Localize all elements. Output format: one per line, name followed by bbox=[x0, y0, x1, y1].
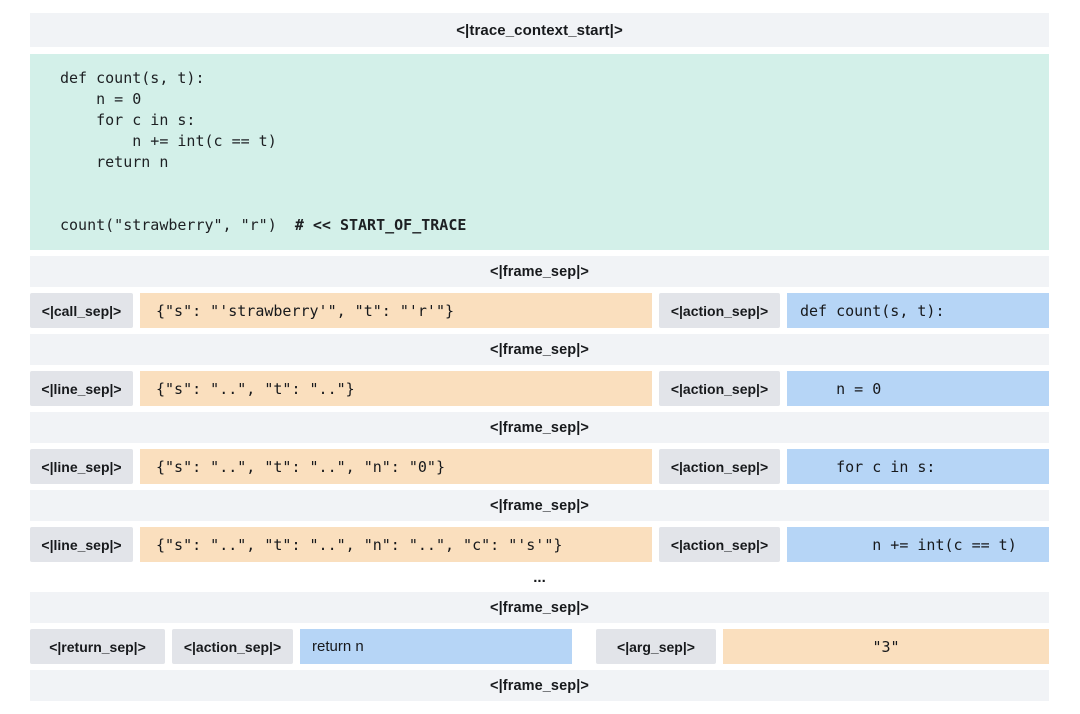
source-code-block: def count(s, t): n = 0 for c in s: n += … bbox=[30, 54, 1049, 250]
frame-action-cell: def count(s, t): bbox=[787, 293, 1049, 328]
frame-state-cell: {"s": "..", "t": "..", "n": "0"} bbox=[140, 449, 652, 484]
trace-frame-row: <|line_sep|> {"s": "..", "t": "..", "n":… bbox=[30, 527, 1049, 562]
start-of-trace-comment: # << START_OF_TRACE bbox=[294, 216, 467, 234]
frame-action-cell: n = 0 bbox=[787, 371, 1049, 406]
action-sep-token: <|action_sep|> bbox=[659, 527, 780, 562]
return-sep-token: <|return_sep|> bbox=[30, 629, 165, 664]
frame-state-cell: {"s": "..", "t": "..", "n": "..", "c": "… bbox=[140, 527, 652, 562]
source-code-body: def count(s, t): n = 0 for c in s: n += … bbox=[60, 69, 277, 234]
frame-state-cell: {"s": "'strawberry'", "t": "'r'"} bbox=[140, 293, 652, 328]
frame-state-cell: {"s": "..", "t": ".."} bbox=[140, 371, 652, 406]
spacer bbox=[579, 629, 589, 664]
frame-action-cell: for c in s: bbox=[787, 449, 1049, 484]
source-code: def count(s, t): n = 0 for c in s: n += … bbox=[60, 68, 1049, 236]
ellipsis: ... bbox=[533, 568, 546, 586]
arg-sep-token: <|arg_sep|> bbox=[596, 629, 716, 664]
frame-sep-bar: <|frame_sep|> bbox=[30, 490, 1049, 521]
frame-sep-bar: <|frame_sep|> bbox=[30, 256, 1049, 287]
trace-context-start-bar: <|trace_context_start|> bbox=[30, 13, 1049, 47]
action-sep-token: <|action_sep|> bbox=[659, 449, 780, 484]
action-sep-token: <|action_sep|> bbox=[659, 293, 780, 328]
line-sep-token: <|line_sep|> bbox=[30, 449, 133, 484]
call-sep-token: <|call_sep|> bbox=[30, 293, 133, 328]
line-sep-token: <|line_sep|> bbox=[30, 527, 133, 562]
frame-sep-bar: <|frame_sep|> bbox=[30, 334, 1049, 365]
frame-sep-bar: <|frame_sep|> bbox=[30, 412, 1049, 443]
action-sep-token: <|action_sep|> bbox=[172, 629, 293, 664]
trace-frame-row: <|call_sep|> {"s": "'strawberry'", "t": … bbox=[30, 293, 1049, 328]
trace-frame-row: <|line_sep|> {"s": "..", "t": ".."} <|ac… bbox=[30, 371, 1049, 406]
trace-frame-row: <|line_sep|> {"s": "..", "t": "..", "n":… bbox=[30, 449, 1049, 484]
return-value-cell: "3" bbox=[723, 629, 1049, 664]
frame-action-cell: n += int(c == t) bbox=[787, 527, 1049, 562]
action-sep-token: <|action_sep|> bbox=[659, 371, 780, 406]
frame-sep-bar: <|frame_sep|> bbox=[30, 670, 1049, 701]
frame-sep-bar: <|frame_sep|> bbox=[30, 592, 1049, 623]
trace-return-row: <|return_sep|> <|action_sep|> return n <… bbox=[30, 629, 1049, 664]
line-sep-token: <|line_sep|> bbox=[30, 371, 133, 406]
frame-action-cell: return n bbox=[300, 629, 572, 664]
